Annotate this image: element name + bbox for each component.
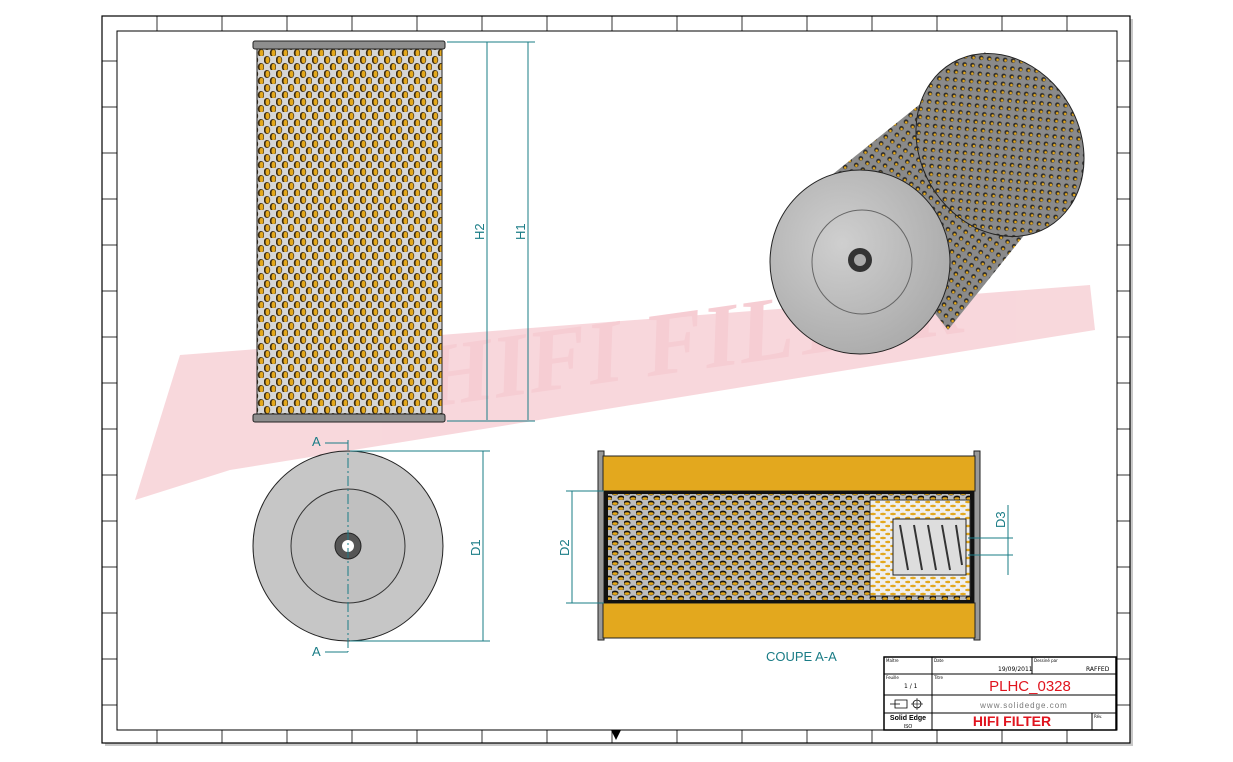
client-label: Maître xyxy=(886,658,899,663)
sheet-label: Feuille xyxy=(886,675,899,680)
label-d3: D3 xyxy=(993,511,1008,528)
label-h1: H1 xyxy=(513,223,528,240)
date-label: Date xyxy=(934,658,944,663)
part-number: PLHC_0328 xyxy=(989,678,1071,695)
revision-label: Rév. xyxy=(1094,714,1102,719)
centering-mark xyxy=(611,730,621,740)
label-h2: H2 xyxy=(472,223,487,240)
dimension-d3 xyxy=(968,505,1013,575)
section-mark-top: A xyxy=(312,434,321,449)
title-block xyxy=(883,656,1117,731)
sheet-value: 1 / 1 xyxy=(904,683,918,690)
section-caption: COUPE A-A xyxy=(766,649,837,664)
label-d2: D2 xyxy=(557,539,572,556)
drawn-by-value: RAFFED xyxy=(1086,666,1110,673)
company-name: HIFI FILTER xyxy=(973,713,1051,729)
label-d1: D1 xyxy=(468,539,483,556)
dimension-d2 xyxy=(566,490,604,604)
title-label: Titre xyxy=(933,675,944,680)
dimension-d1 xyxy=(350,450,490,642)
section-mark-bottom: A xyxy=(312,644,321,659)
date-value: 19/09/2011 xyxy=(998,666,1033,673)
isometric-view xyxy=(769,52,1085,355)
software-name: Solid Edge xyxy=(890,715,926,722)
website: www.solidedge.com xyxy=(979,701,1068,710)
software-sub: ISO xyxy=(904,724,913,730)
zone-ticks xyxy=(102,16,1130,743)
end-view xyxy=(252,440,444,653)
front-view xyxy=(252,40,446,423)
section-view xyxy=(597,450,981,641)
dimension-h1 xyxy=(447,41,535,420)
drawn-by-label: Dessiné par xyxy=(1034,658,1058,663)
